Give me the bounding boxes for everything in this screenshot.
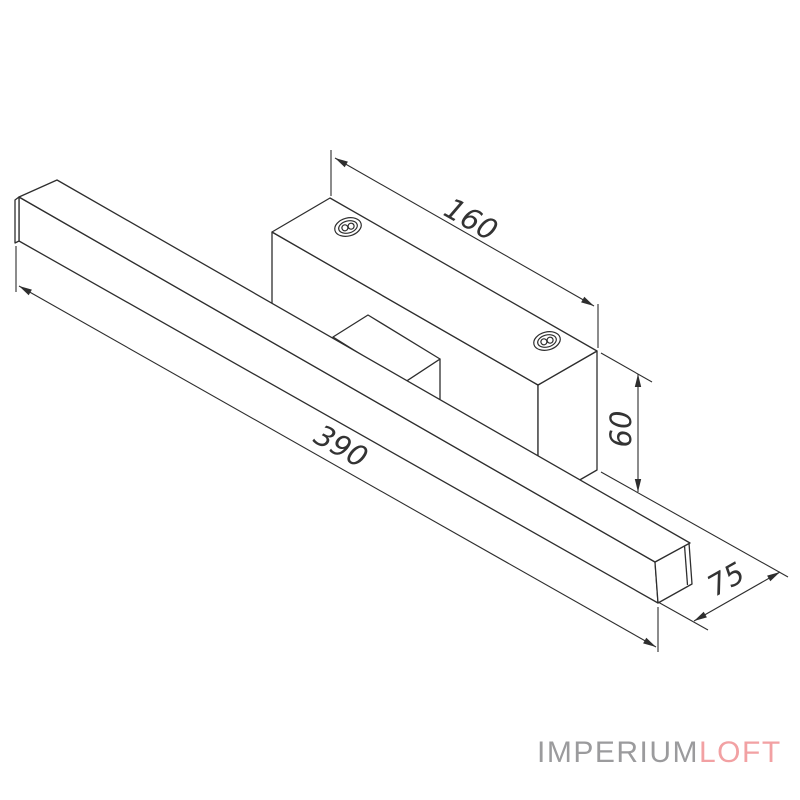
- arrowhead-icon: [767, 572, 780, 582]
- dimension-label-160: 160: [439, 191, 504, 248]
- arrowhead-icon: [694, 611, 707, 621]
- arrowhead-icon: [581, 296, 594, 306]
- dimension-line: [693, 571, 781, 622]
- light-bar: [14, 179, 693, 604]
- extension-line: [600, 352, 653, 383]
- brand-logo-imperium: IMPERIUM: [537, 736, 699, 769]
- brand-logo-loft: LOFT: [699, 736, 782, 769]
- dimension-label-60: 60: [604, 411, 638, 448]
- dimension-160: [330, 150, 599, 348]
- dimension-75: [657, 571, 781, 631]
- light-bar-left-end-cap: [14, 196, 20, 244]
- mounting-plate-top-face: [271, 197, 598, 386]
- brand-logo: IMPERIUMLOFT: [537, 736, 782, 769]
- extension-line: [600, 471, 789, 578]
- screw-icon: [533, 331, 561, 351]
- screws: [334, 217, 561, 351]
- dimension-60: [600, 352, 789, 578]
- arrowhead-icon: [643, 637, 656, 647]
- extension-line: [657, 601, 709, 631]
- dimension-line: [334, 157, 595, 307]
- light-bar-right-end-cap-inner-line: [683, 545, 689, 586]
- dimension-label-75: 75: [702, 555, 751, 603]
- dimension-390: [15, 246, 659, 652]
- light-bar-top-face: [18, 179, 691, 563]
- screw-icon: [334, 217, 362, 237]
- arrowhead-icon: [634, 374, 642, 387]
- arrowhead-icon: [19, 286, 32, 296]
- arrowhead-icon: [634, 479, 642, 492]
- arrowhead-icon: [335, 158, 348, 168]
- dimension-line: [18, 285, 657, 648]
